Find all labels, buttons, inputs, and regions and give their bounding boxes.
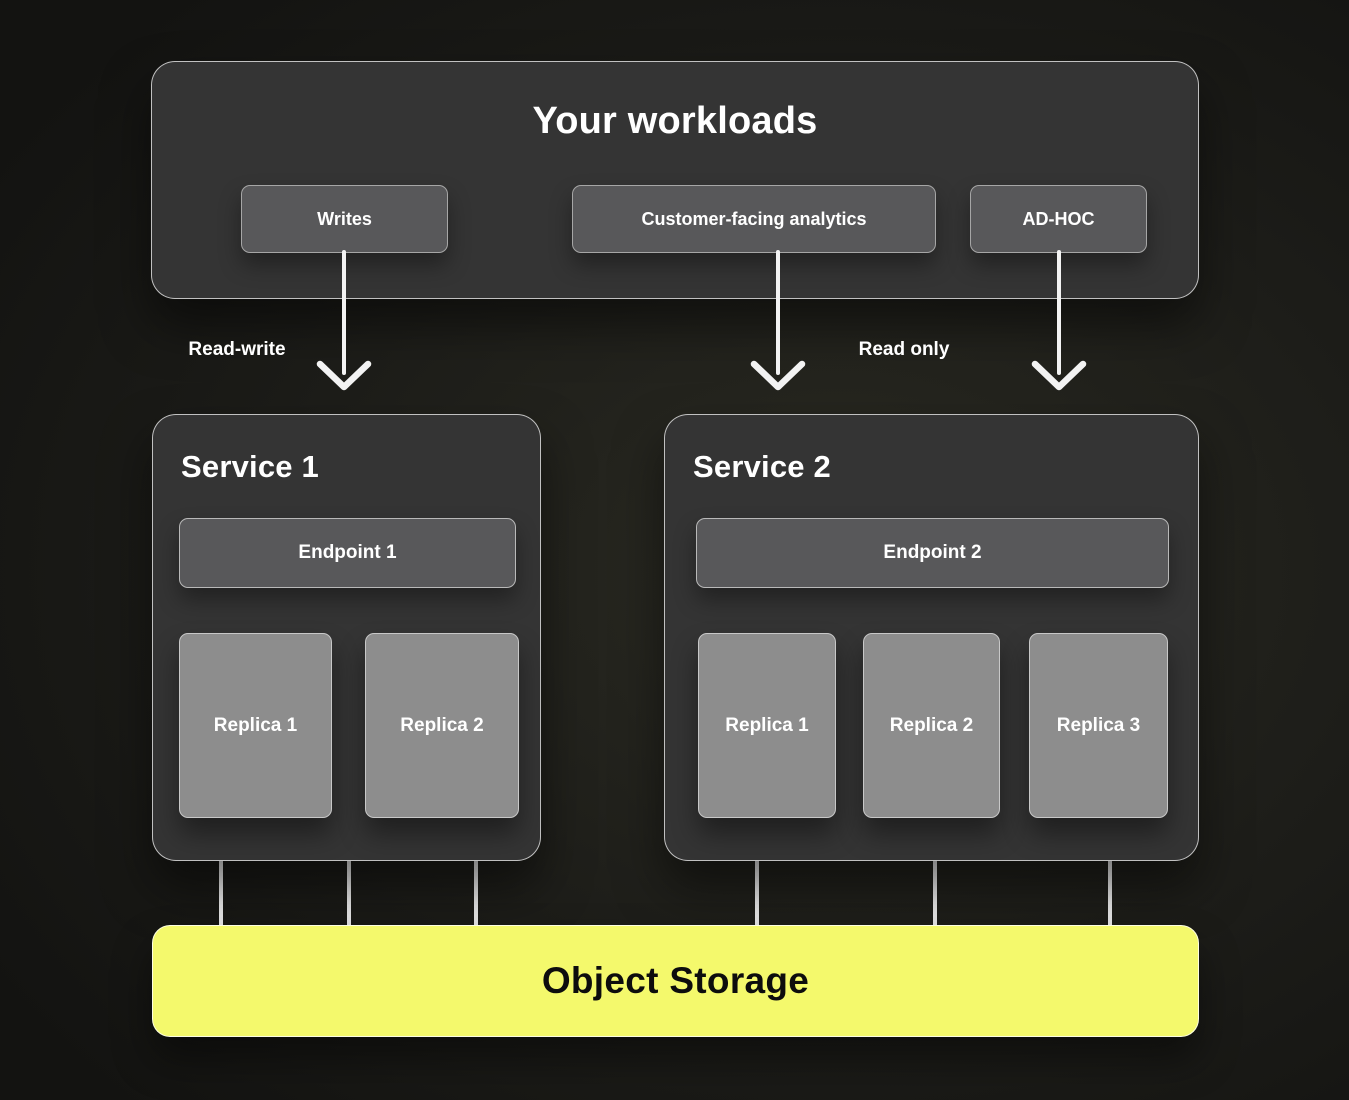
label-read-write: Read-write (188, 339, 286, 360)
label-read-only: Read only (858, 339, 950, 360)
service2-title: Service 2 (693, 449, 831, 484)
service1-replica-2: Replica 2 (365, 633, 519, 818)
workload-chip-customer-facing-analytics: Customer-facing analytics (572, 185, 936, 253)
object-storage-bar: Object Storage (152, 925, 1199, 1037)
service2-replica-2: Replica 2 (863, 633, 1000, 818)
service2-endpoint: Endpoint 2 (696, 518, 1169, 588)
workloads-panel: Your workloads Writes Customer-facing an… (151, 61, 1199, 299)
service1-storage-connectors (219, 860, 478, 926)
service1-title: Service 1 (181, 449, 319, 484)
service2-storage-connectors (755, 860, 1112, 926)
workload-chip-ad-hoc: AD-HOC (970, 185, 1147, 253)
service1-endpoint: Endpoint 1 (179, 518, 516, 588)
workloads-title: Your workloads (532, 100, 818, 142)
service1-panel: Service 1 Endpoint 1 Replica 1 Replica 2 (152, 414, 541, 861)
service2-panel: Service 2 Endpoint 2 Replica 1 Replica 2… (664, 414, 1199, 861)
service2-replica-1: Replica 1 (698, 633, 836, 818)
service2-replica-3: Replica 3 (1029, 633, 1168, 818)
workload-chip-writes: Writes (241, 185, 448, 253)
service1-replica-1: Replica 1 (179, 633, 332, 818)
